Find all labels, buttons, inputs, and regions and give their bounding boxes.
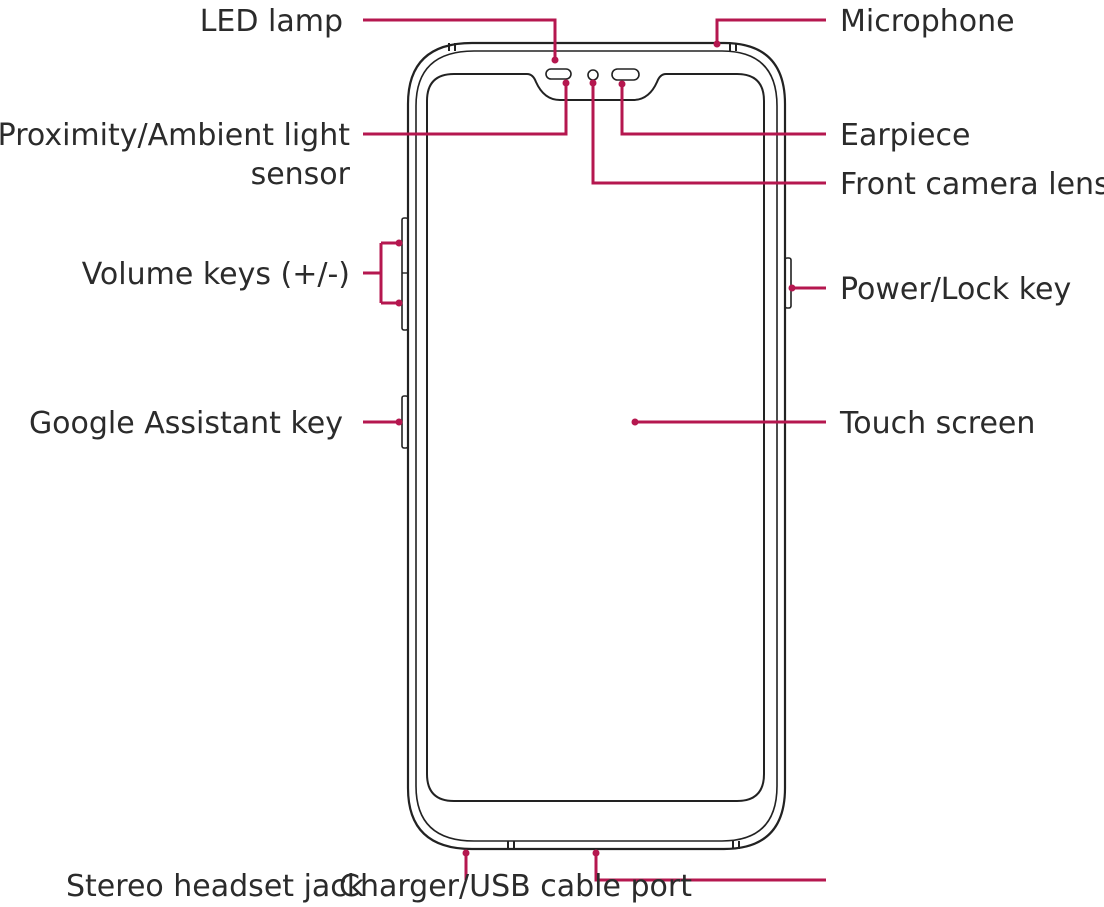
proximity-sensor <box>545 68 572 80</box>
label-touch-screen: Touch screen <box>839 406 1035 441</box>
label-volume-keys: Volume keys (+/-) <box>82 257 350 292</box>
leader-power-lock <box>788 284 826 292</box>
leader-led-lamp <box>363 18 559 64</box>
label-led-lamp: LED lamp <box>200 4 343 39</box>
touch-screen <box>426 73 765 802</box>
label-front-camera: Front camera lens <box>840 167 1104 202</box>
leader-charger-port <box>592 849 826 882</box>
leader-microphone <box>713 18 826 48</box>
leader-stereo-jack <box>462 849 470 880</box>
phone-outer-frame <box>406 41 787 851</box>
leader-front-camera <box>589 79 826 185</box>
label-google-assistant: Google Assistant key <box>29 406 343 441</box>
phone-body <box>401 41 792 851</box>
label-proximity-line2: sensor <box>251 157 351 192</box>
label-proximity-line1: Proximity/Ambient light <box>0 118 350 153</box>
leader-touch-screen <box>631 418 826 426</box>
phone-inner-frame <box>415 50 778 842</box>
label-stereo-jack: Stereo headset jack <box>66 869 365 904</box>
volume-key <box>401 217 409 331</box>
label-earpiece: Earpiece <box>840 118 970 153</box>
leader-volume-keys <box>363 239 403 307</box>
leader-earpiece <box>618 80 826 136</box>
label-microphone: Microphone <box>840 4 1015 39</box>
leader-google-assistant <box>363 418 403 426</box>
label-power-lock: Power/Lock key <box>840 272 1071 307</box>
earpiece <box>611 68 640 81</box>
leader-proximity <box>363 79 570 136</box>
front-camera-lens <box>587 69 599 81</box>
label-charger-port: Charger/USB cable port <box>339 869 692 904</box>
power-lock-key <box>784 257 792 309</box>
